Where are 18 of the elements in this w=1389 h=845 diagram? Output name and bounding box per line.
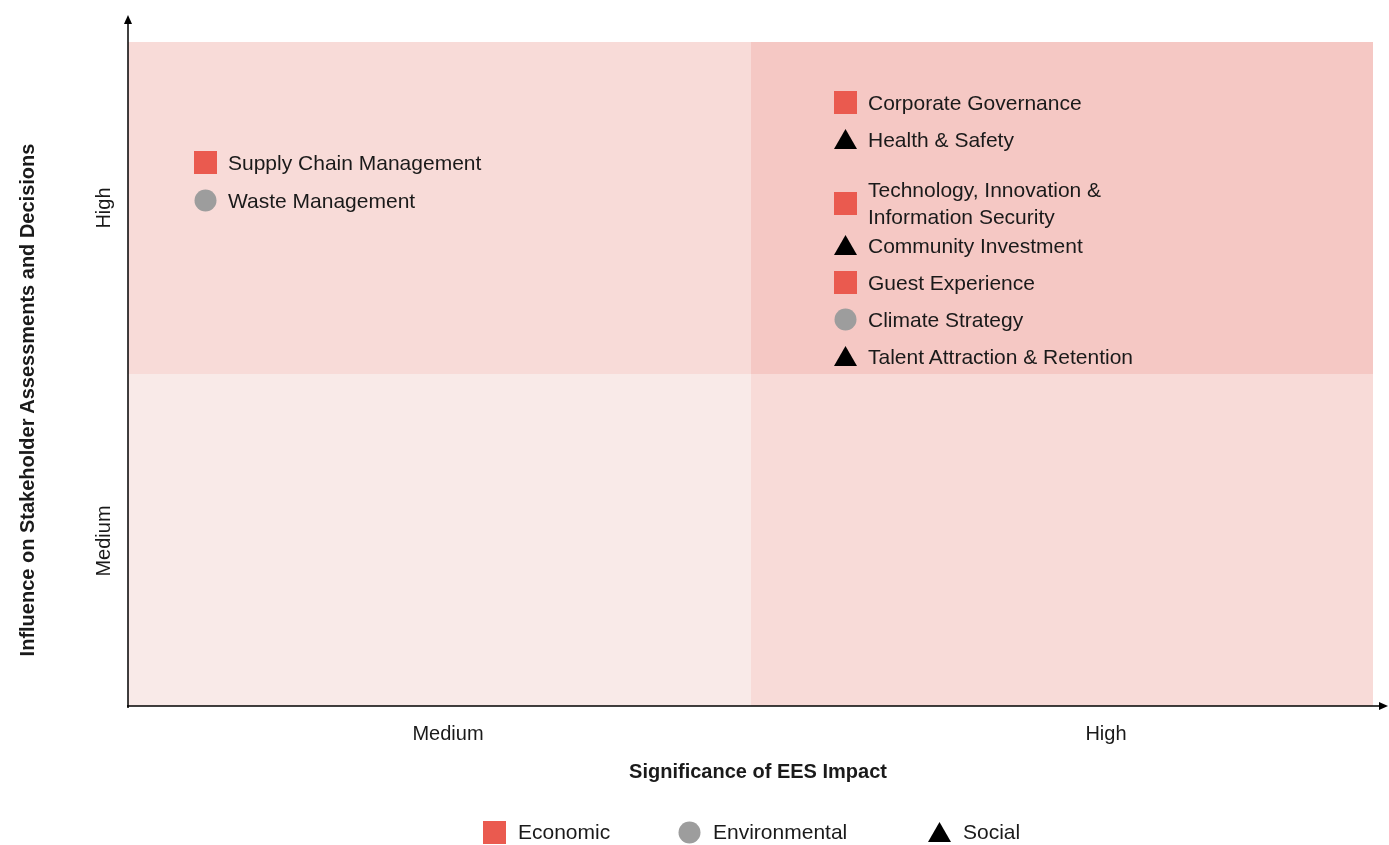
y-axis-title: Influence on Stakeholder Assessments and Decisions [15,143,39,657]
topic-label: Guest Experience [868,270,1035,296]
topic-label: Corporate Governance [868,90,1082,116]
x-axis-title: Significance of EES Impact [629,759,887,783]
legend-label: Economic [518,820,611,844]
topic-label: Supply Chain Management [228,150,482,176]
x-tick-label: High [1085,721,1127,745]
legend-label: Environmental [713,820,848,844]
topic-label: Climate Strategy [868,307,1024,333]
topic-label: Talent Attraction & Retention [868,344,1133,370]
topic-label: Health & Safety [868,127,1014,153]
topic-label: Waste Management [228,188,416,214]
topic-label: Technology, Innovation & Information Security [868,177,1103,230]
topic-label: Community Investment [868,233,1083,259]
y-tick-label: High [91,187,115,229]
y-tick-label: Medium [91,505,115,577]
legend-label: Social [963,820,1021,844]
x-tick-label: Medium [412,721,484,745]
